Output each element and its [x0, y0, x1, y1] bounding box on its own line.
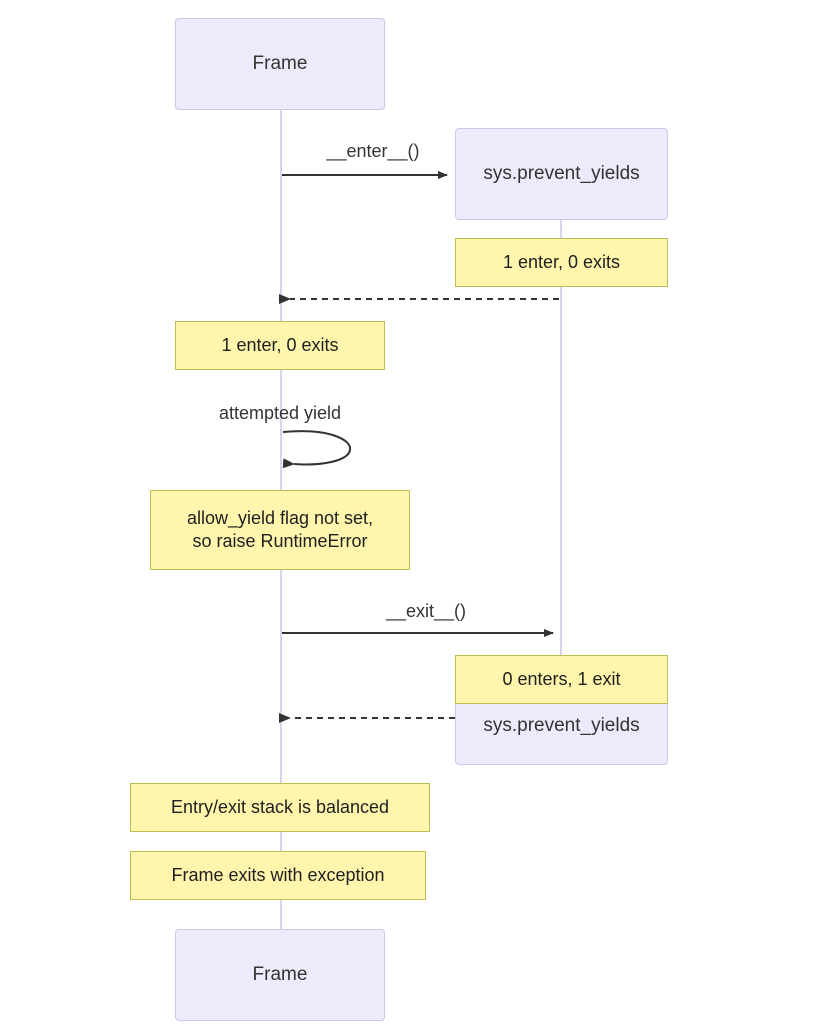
arrow-attempted-yield [282, 430, 352, 469]
note-allow-yield-flag: allow_yield flag not set, so raise Runti… [150, 490, 410, 570]
lifeline-sys-prevent-yields [560, 220, 562, 660]
actor-box-sys-prevent-yields-top[interactable]: sys.prevent_yields [455, 128, 668, 220]
note-enter-count-right: 1 enter, 0 exits [455, 238, 668, 287]
message-label-exit: __exit__() [385, 601, 467, 621]
note-exit-count-right: 0 enters, 1 exit [455, 655, 668, 704]
message-label-attempted-yield: attempted yield [218, 403, 342, 423]
note-frame-exits-exception: Frame exits with exception [130, 851, 426, 900]
actor-box-frame-bottom[interactable]: Frame [175, 929, 385, 1021]
note-enter-count-left: 1 enter, 0 exits [175, 321, 385, 370]
actor-box-frame-top[interactable]: Frame [175, 18, 385, 110]
note-stack-balanced: Entry/exit stack is balanced [130, 783, 430, 832]
message-label-enter: __enter__() [326, 141, 420, 161]
